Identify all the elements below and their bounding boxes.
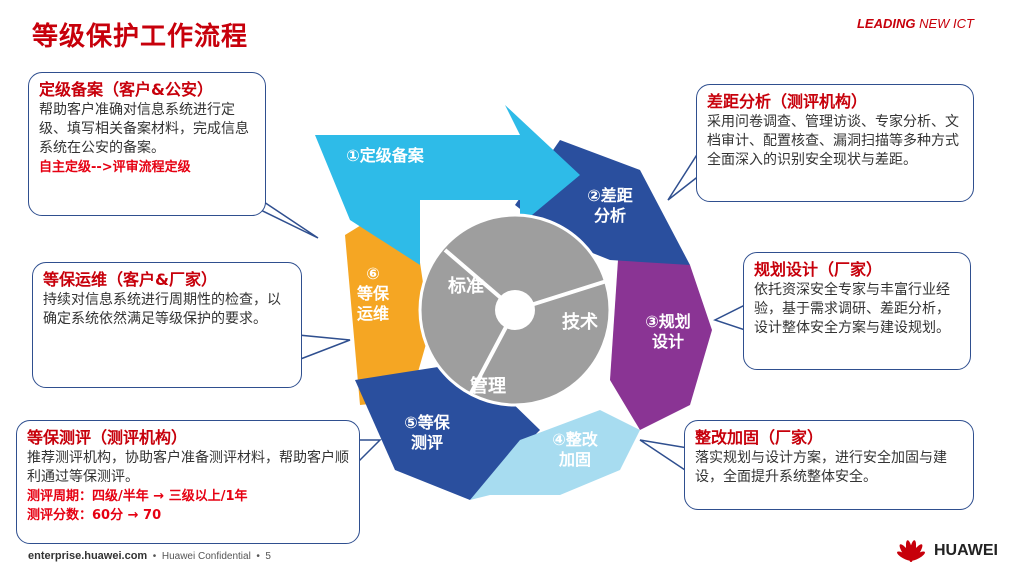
seg5-label: ⑤等保测评 — [395, 413, 459, 453]
seg2-label-line1: ②差距 — [587, 186, 633, 205]
callout-assessment-title: 等保测评（测评机构） — [27, 428, 188, 447]
callout-tail-5 — [297, 334, 351, 362]
brand-slogan-a: LEADING — [856, 16, 916, 31]
callout-gap-title: 差距分析（测评机构） — [707, 92, 868, 111]
brand-slogan: LEADING NEW ICT — [857, 16, 974, 31]
seg4-label-line1: ④整改 — [552, 430, 598, 449]
brand-slogan-b: NEW ICT — [919, 16, 974, 31]
footer-site: enterprise.huawei.com — [28, 550, 148, 562]
callout-maintenance-title: 等保运维（客户&厂家） — [43, 270, 217, 289]
callout-maintenance-text: 持续对信息系统进行周期性的检查，以确定系统依然满足等级保护的要求。 — [43, 292, 281, 327]
segment-4 — [470, 410, 640, 500]
center-hub — [495, 290, 535, 330]
callout-gap: 差距分析（测评机构） 采用问卷调查、管理访谈、专家分析、文档审计、配置核查、漏洞… — [696, 84, 974, 202]
inner-label-technology: 技术 — [562, 312, 598, 333]
footer-page-number: 5 — [265, 551, 271, 562]
callout-grading-text: 帮助客户准确对信息系统进行定级、填写相关备案材料，完成信息系统在公安的备案。 — [39, 102, 249, 156]
seg6-label-line1: ⑥ — [366, 264, 380, 283]
seg5-label-line1: ⑤等保 — [404, 413, 450, 432]
huawei-logo: HUAWEI — [894, 538, 998, 564]
callout-grading-title: 定级备案（客户&公安） — [39, 80, 213, 99]
callout-rectify-title: 整改加固（厂家） — [695, 428, 824, 447]
inner-label-standard: 标准 — [448, 276, 484, 297]
huawei-wordmark: HUAWEI — [934, 542, 998, 559]
callout-assessment-cycle: 测评周期：四级/半年 → 三级以上/1年 — [27, 489, 248, 504]
seg2-label-line2: 分析 — [593, 206, 626, 225]
callout-tail-3 — [713, 303, 746, 332]
callout-assessment-text: 推荐测评机构，协助客户准备测评材料，帮助客户顺利通过等保测评。 — [27, 450, 349, 485]
segment-3 — [610, 230, 712, 430]
callout-tail-6 — [357, 439, 382, 464]
callout-planning: 规划设计（厂家） 依托资深安全专家与丰富行业经验，基于需求调研、差距分析，设计整… — [743, 252, 971, 370]
footer: enterprise.huawei.com • Huawei Confident… — [28, 550, 271, 562]
seg6-label-line3: 运维 — [356, 304, 389, 323]
huawei-flower-icon — [897, 540, 925, 562]
callout-maintenance: 等保运维（客户&厂家） 持续对信息系统进行周期性的检查，以确定系统依然满足等级保… — [32, 262, 302, 388]
segment-1 — [315, 105, 580, 265]
inner-label-management: 管理 — [470, 376, 506, 397]
seg4-label-line2: 加固 — [558, 450, 591, 469]
seg2-label: ②差距分析 — [580, 186, 640, 226]
seg6-label-line2: 等保 — [356, 284, 389, 303]
callout-rectify: 整改加固（厂家） 落实规划与设计方案，进行安全加固与建设，全面提升系统整体安全。 — [684, 420, 974, 510]
callout-planning-title: 规划设计（厂家） — [754, 260, 883, 279]
callout-planning-text: 依托资深安全专家与丰富行业经验，基于需求调研、差距分析，设计整体安全方案与建设规… — [754, 282, 950, 336]
seg3-label: ③规划设计 — [636, 312, 700, 352]
callout-grading-note: 自主定级-->评审流程定级 — [39, 160, 191, 175]
seg4-label: ④整改加固 — [543, 430, 607, 470]
callout-tail-4 — [639, 439, 689, 474]
seg5-label-line2: 测评 — [410, 433, 443, 452]
callout-assessment-score: 测评分数：60分 → 70 — [27, 508, 162, 523]
callout-grading: 定级备案（客户&公安） 帮助客户准确对信息系统进行定级、填写相关备案材料，完成信… — [28, 72, 266, 216]
seg1-label: ①定级备案 — [346, 146, 424, 165]
seg3-label-line1: ③规划 — [645, 312, 691, 331]
seg3-label-line2: 设计 — [651, 332, 684, 351]
callout-gap-text: 采用问卷调查、管理访谈、专家分析、文档审计、配置核查、漏洞扫描等多种方式全面深入… — [707, 114, 959, 168]
callout-assessment: 等保测评（测评机构） 推荐测评机构，协助客户准备测评材料，帮助客户顺利通过等保测… — [16, 420, 360, 544]
footer-confidential: Huawei Confidential — [161, 551, 251, 562]
page-title: 等级保护工作流程 — [32, 22, 249, 52]
callout-rectify-text: 落实规划与设计方案，进行安全加固与建设，全面提升系统整体安全。 — [695, 450, 947, 485]
